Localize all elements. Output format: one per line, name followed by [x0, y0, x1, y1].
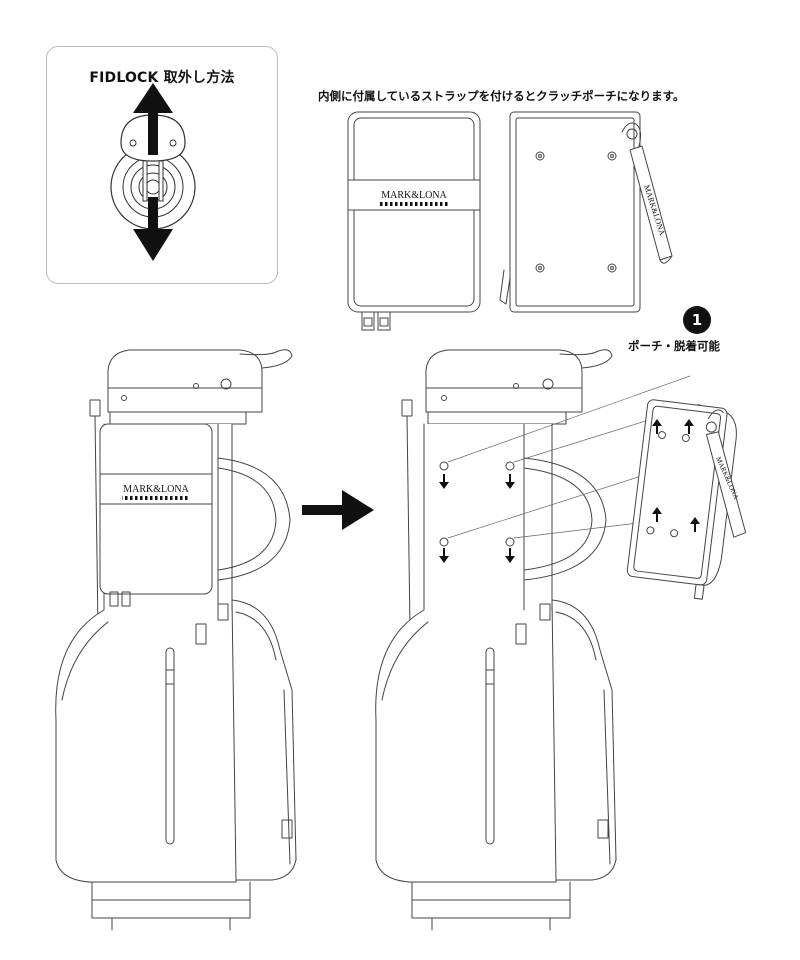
- golf-bag-with-pouch-drawing: [55, 349, 297, 931]
- pouch-front-drawing: [347, 111, 481, 331]
- bag-pouch-logo: MARK&LONA: [122, 484, 190, 500]
- arrow-up-icon: [652, 419, 700, 532]
- brand-logo-text: MARK&LONA: [381, 190, 447, 201]
- golf-bag-without-pouch-drawing: [375, 349, 701, 931]
- arrow-right-icon: [302, 490, 374, 530]
- brand-logo-text: MARK&LONA: [123, 484, 189, 495]
- arrow-down-icon: [439, 474, 515, 563]
- detached-pouch-drawing: [626, 399, 747, 600]
- pouch-front-logo: MARK&LONA: [378, 190, 450, 206]
- callout-number-badge: 1: [683, 306, 711, 334]
- fidlock-title: FIDLOCK 取外し方法: [89, 70, 235, 86]
- arrow-up-icon: [133, 83, 173, 155]
- arrow-down-icon: [133, 197, 173, 261]
- clutch-pouch-heading: 内側に付属しているストラップを付けるとクラッチポーチになります。: [318, 89, 685, 103]
- fidlock-instruction-panel: FIDLOCK 取外し方法: [46, 46, 278, 284]
- fidlock-buckle-illustration: [110, 83, 196, 261]
- callout-label: ポーチ・脱着可能: [628, 339, 720, 353]
- strap-logo-text: MARK&LONA: [642, 184, 667, 237]
- strap-logo-text: MARK&LONA: [714, 456, 740, 501]
- pouch-back-drawing: [499, 111, 673, 313]
- barcode-stripe: [378, 202, 450, 206]
